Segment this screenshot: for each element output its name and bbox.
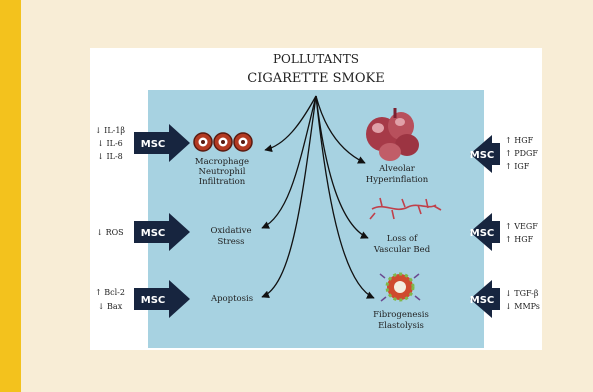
label-oxidative: Oxidative [211, 226, 252, 236]
factor-il-6: ↓ IL-6 [97, 139, 123, 148]
effect-arrows [261, 95, 375, 299]
label-alveolar: Alveolar [378, 164, 416, 174]
label-apoptosis: Apoptosis [210, 294, 253, 304]
factor-ros: ↓ ROS [96, 228, 123, 237]
alveoli-icon [366, 108, 419, 161]
header-pollutants: POLLUTANTS [273, 52, 359, 66]
arrow-to-hyperinflation [315, 95, 366, 164]
fibrotic-alveolus-icon [379, 272, 421, 302]
factor-il-1b: ↓ IL-1β [95, 126, 126, 135]
factor-igf: ↑ IGF [505, 162, 530, 171]
svg-text:MSC: MSC [470, 228, 495, 239]
header-cigarette-smoke: CIGARETTE SMOKE [247, 71, 384, 86]
label-stress: Stress [217, 237, 244, 247]
svg-text:MSC: MSC [470, 295, 495, 306]
svg-text:MSC: MSC [141, 295, 166, 306]
factor-bcl-2: ↑ Bcl-2 [95, 288, 125, 297]
factor-pdgf: ↑ PDGF [505, 149, 538, 158]
factor-hgf-2: ↑ HGF [505, 235, 534, 244]
label-hyperinflation: Hyperinflation [366, 175, 429, 185]
msc-arrow-right-1: MSC [470, 135, 500, 173]
label-vascular-bed: Vascular Bed [373, 245, 431, 255]
factor-bax: ↓ Bax [98, 302, 123, 311]
factor-vegf: ↑ VEGF [505, 222, 538, 231]
svg-text:MSC: MSC [141, 228, 166, 239]
label-macrophage: Macrophage [195, 157, 249, 167]
label-elastolysis: Elastolysis [378, 321, 424, 331]
label-neutrophil: Neutrophil [199, 167, 246, 177]
arrow-to-infiltration [264, 95, 317, 153]
factor-il-8: ↓ IL-8 [97, 152, 123, 161]
sidebar-accent-bar [0, 0, 21, 392]
factor-tgf-b: ↓ TGF-β [505, 289, 539, 298]
factor-hgf-1: ↑ HGF [505, 136, 534, 145]
svg-text:MSC: MSC [470, 150, 495, 161]
inflammatory-cells-icon [193, 132, 253, 152]
label-fibrogenesis: Fibrogenesis [373, 310, 429, 320]
arrow-to-apoptosis [261, 95, 317, 298]
arrow-to-fibrogenesis [315, 95, 375, 299]
factor-mmps: ↓ MMPs [505, 302, 540, 311]
msc-arrow-right-3: MSC [470, 280, 500, 318]
label-infiltration: Infiltration [199, 177, 246, 187]
msc-arrow-left-2: MSC [134, 213, 190, 251]
blood-vessels-icon [369, 197, 442, 220]
msc-arrow-left-3: MSC [134, 280, 190, 318]
central-blue-area [148, 90, 484, 348]
msc-arrow-right-2: MSC [470, 213, 500, 251]
arrow-to-oxidative-stress [261, 95, 317, 229]
msc-arrow-left-1: MSC [134, 124, 190, 162]
label-loss-of: Loss of [387, 234, 418, 244]
svg-text:MSC: MSC [141, 139, 166, 150]
